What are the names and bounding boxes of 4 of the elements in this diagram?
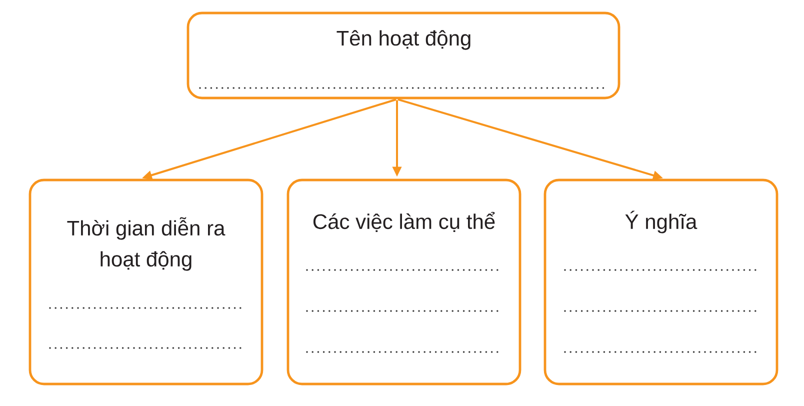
rounded-box: Các việc làm cụ thể bbox=[286, 178, 522, 386]
rounded-box: Tên hoạt động bbox=[186, 12, 620, 100]
rounded-box: Ý nghĩa bbox=[544, 178, 778, 386]
rounded-box: Thời gian diễn ra hoạt động bbox=[28, 178, 264, 386]
